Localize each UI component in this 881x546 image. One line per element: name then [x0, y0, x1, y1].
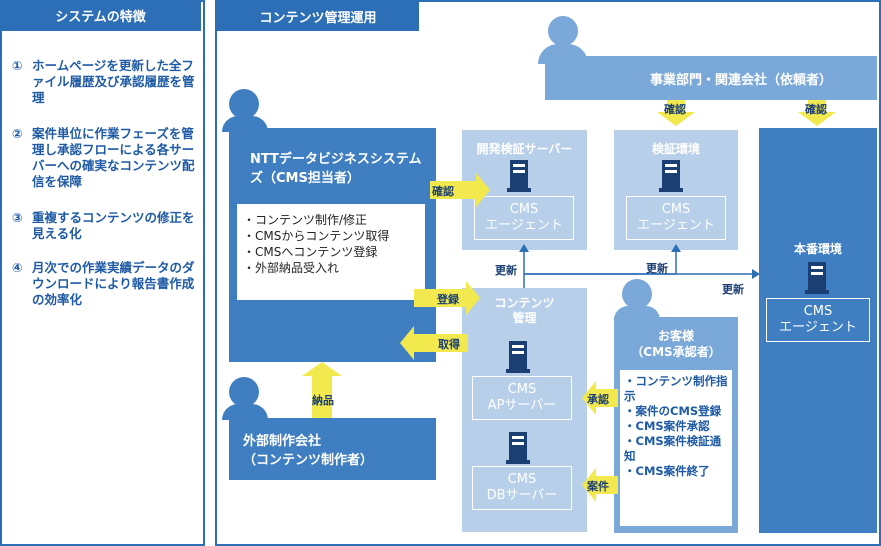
feature-3-text: 重複するコンテンツの修正を見える化: [32, 210, 195, 241]
server-icon: [659, 160, 683, 192]
server-icon: [507, 160, 531, 192]
customer-task: ・案件のCMS登録: [624, 404, 722, 418]
verify-env-title: 検証環境: [651, 142, 700, 156]
cms-db-server: CMS DBサーバー: [472, 466, 572, 510]
ntt-person-icon: [229, 89, 259, 119]
update-arrowhead-dev: [519, 244, 529, 252]
prod-env-agent: CMS エージェント: [766, 298, 870, 342]
cms-ap-server: CMS APサーバー: [472, 376, 572, 420]
update-label-prod: 更新: [722, 283, 744, 296]
ntt-task: ・コンテンツ制作/修正: [243, 213, 368, 227]
dev-server-agent: CMS エージェント: [474, 196, 574, 240]
update-label-dev: 更新: [495, 264, 517, 277]
customer-task: ・コンテンツ制作指示: [624, 374, 728, 403]
confirm-label-verify: 確認: [664, 103, 686, 116]
update-arrowhead-verify: [671, 244, 681, 252]
server-icon: [805, 262, 829, 294]
requester-person-icon: [548, 16, 578, 46]
confirm-arrow-prod: [798, 100, 836, 126]
feature-2-number: ②: [12, 126, 23, 141]
verify-env-agent: CMS エージェント: [626, 196, 726, 240]
prod-env-box: [759, 128, 877, 533]
confirm-label-dev: 確認: [432, 185, 454, 198]
external-person-body: [222, 404, 268, 420]
external-person-icon: [229, 377, 259, 407]
feature-4-text: 月次での作業実績データのダウンロードにより報告書作成の効率化: [32, 260, 195, 307]
register-arrow: [414, 281, 480, 315]
approve-arrow: [582, 381, 618, 415]
external-box: 外部制作会社 （コンテンツ制作者）: [229, 418, 436, 480]
operations-header: コンテンツ管理運用: [217, 2, 419, 31]
yellow-arrows: [302, 100, 836, 502]
register-label: 登録: [437, 293, 459, 306]
customer-task: ・CMS案件承認: [624, 419, 710, 433]
features-header: システムの特徴: [0, 0, 201, 31]
content-mgmt-title: コンテンツ 管理: [494, 296, 555, 325]
case-label: 案件: [587, 480, 609, 493]
customer-task: ・CMS案件終了: [624, 464, 710, 478]
retrieve-arrow: [400, 326, 468, 360]
case-arrow: [582, 468, 618, 502]
approve-label: 承認: [587, 393, 609, 406]
feature-2: ② 案件単位に作業フェーズを管理し承認フローによる各サーバーへの確実なコンテンツ…: [12, 126, 197, 190]
customer-task: ・CMS案件検証通知: [624, 434, 722, 463]
deliver-arrow: [302, 362, 342, 418]
feature-4: ④ 月次での作業実績データのダウンロードにより報告書作成の効率化: [12, 260, 197, 308]
update-arrowhead-prod: [752, 269, 760, 279]
update-label-verify: 更新: [646, 262, 668, 275]
feature-1: ① ホームページを更新した全ファイル履歴及び承認履歴を管理: [12, 58, 197, 106]
update-lines: [523, 250, 757, 288]
customer-person-icon: [622, 279, 652, 309]
feature-2-text: 案件単位に作業フェーズを管理し承認フローによる各サーバーへの確実なコンテンツ配信…: [32, 126, 195, 189]
ntt-task-list: ・コンテンツ制作/修正 ・CMSからコンテンツ取得 ・CMSへコンテンツ登録 ・…: [237, 204, 425, 300]
features-panel: [0, 0, 205, 546]
ntt-task: ・CMSからコンテンツ取得: [243, 229, 390, 243]
server-icon: [506, 341, 530, 373]
prod-env-title: 本番環境: [793, 242, 842, 256]
deliver-label: 納品: [312, 394, 334, 407]
feature-1-text: ホームページを更新した全ファイル履歴及び承認履歴を管理: [32, 58, 195, 105]
feature-3-number: ③: [12, 210, 23, 225]
content-mgmt-box: [462, 288, 587, 532]
retrieve-label: 取得: [438, 338, 460, 351]
dev-server-title: 開発検証サーバー: [476, 142, 573, 156]
feature-1-number: ①: [12, 58, 23, 73]
customer-title: お客様 （CMS承認者）: [631, 329, 721, 359]
customer-task-list: ・コンテンツ制作指示 ・案件のCMS登録 ・CMS案件承認 ・CMS案件検証通知…: [620, 370, 732, 526]
confirm-arrow-dev: [430, 173, 490, 207]
feature-3: ③ 重複するコンテンツの修正を見える化: [12, 210, 197, 242]
customer-person-body: [614, 306, 660, 320]
server-icons: [506, 160, 829, 464]
server-icon: [506, 432, 530, 464]
confirm-arrow-verify: [657, 100, 695, 126]
ntt-title: NTTデータビジネスシステムズ（CMS担当者）: [250, 152, 422, 186]
requester-box: 事業部門・関連会社（依頼者）: [545, 56, 877, 100]
confirm-label-prod: 確認: [805, 103, 827, 116]
ntt-task: ・CMSへコンテンツ登録: [243, 245, 378, 259]
ntt-task: ・外部納品受入れ: [243, 261, 340, 275]
feature-4-number: ④: [12, 260, 23, 275]
requester-label: 事業部門・関連会社（依頼者）: [649, 72, 832, 88]
